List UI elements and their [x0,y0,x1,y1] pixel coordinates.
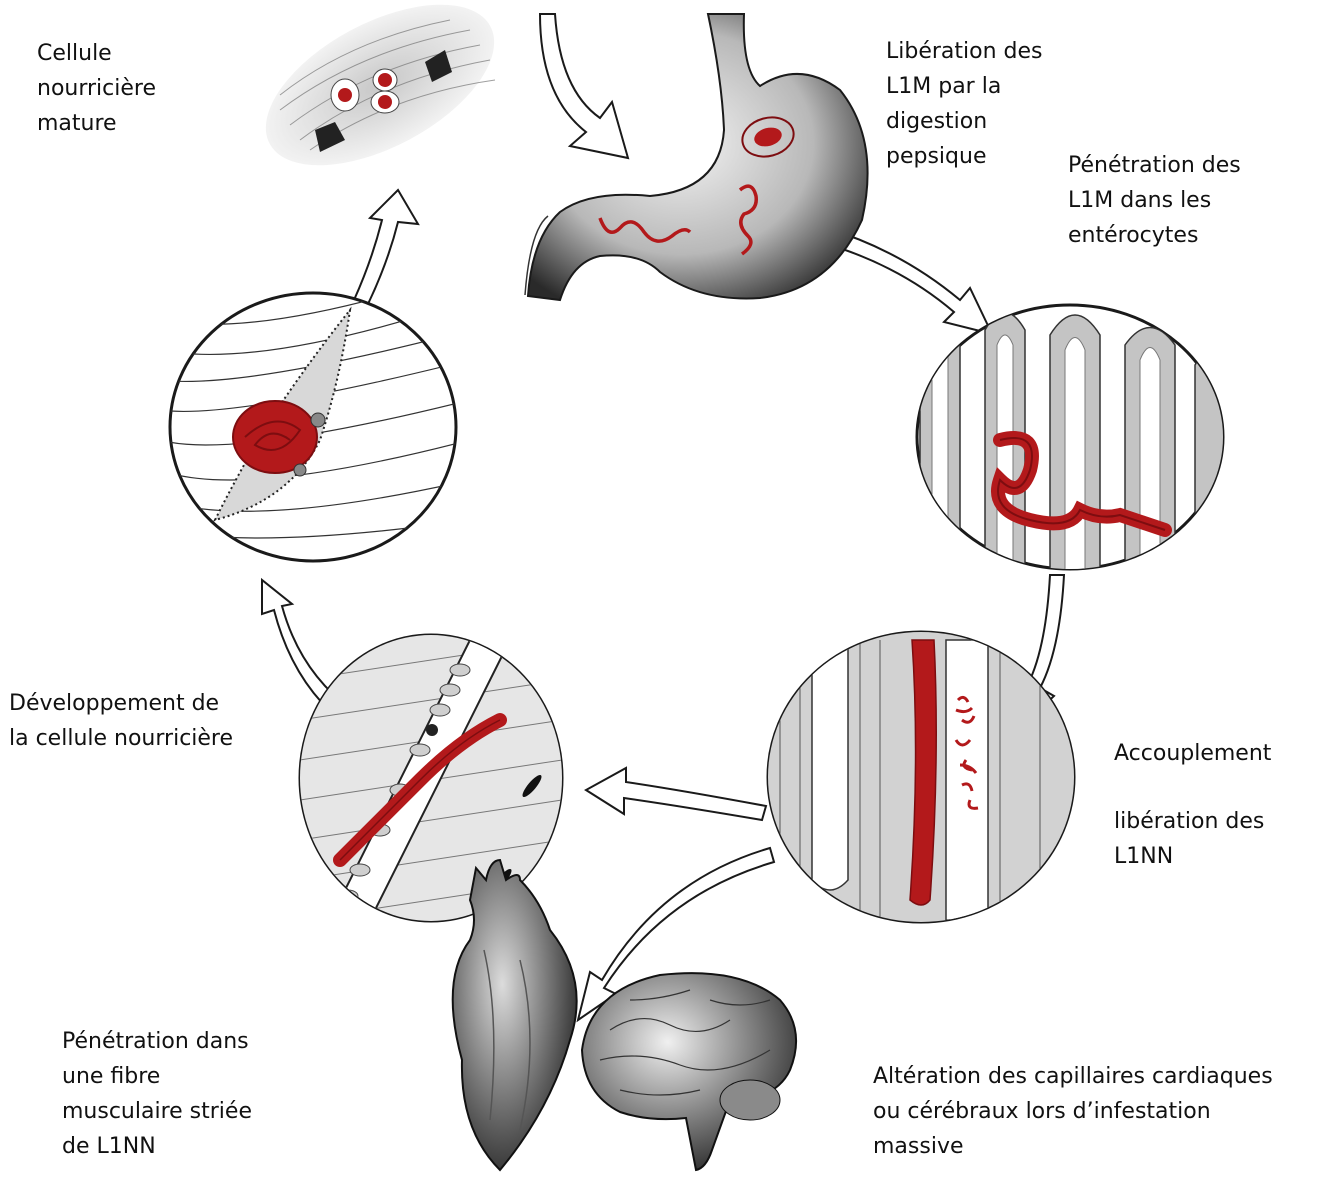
stomach-illustration [525,14,868,300]
muscle-nurse-cell-circle [160,270,470,563]
label-line: digestion [886,104,1043,139]
label-line: Libération des [886,34,1043,69]
label-line: Pénétration dans [62,1024,252,1059]
brain-illustration [582,973,796,1170]
label-line: Pénétration des [1068,148,1241,183]
label-line: L1NN [1114,839,1264,874]
label-line: musculaire striée [62,1094,252,1129]
intestine-mating-circle [768,630,1074,930]
label-liberation-l1nn: libération des L1NN [1114,804,1264,874]
label-line: Altération des capillaires cardiaques [873,1059,1273,1094]
label-accouplement: Accouplement [1114,736,1271,771]
arrow-ingestion [540,14,628,158]
mature-nurse-cell-illustration [241,0,520,198]
arrow-gut-to-fibre [586,768,766,820]
arrow-muscle-to-mature [354,190,418,304]
label-line: une fibre [62,1059,252,1094]
label-alteration: Altération des capillaires cardiaques ou… [873,1059,1273,1164]
label-mature-cell: Cellule nourricière mature [37,36,156,141]
label-line: Développement de [9,686,233,721]
label-line: de L1NN [62,1129,252,1164]
heart-illustration [453,860,577,1170]
label-line: nourricière [37,71,156,106]
label-line: L1M par la [886,69,1043,104]
label-penetration-enterocytes: Pénétration des L1M dans les entérocytes [1068,148,1241,252]
label-line: Accouplement [1114,736,1271,771]
label-line: la cellule nourricière [9,721,233,756]
label-line: ou cérébraux lors d’infestation [873,1094,1273,1129]
villi-circle-illustration [917,305,1225,580]
label-line: L1M dans les [1068,183,1241,218]
label-line: mature [37,106,156,141]
label-liberation-l1m: Libération des L1M par la digestion peps… [886,34,1043,174]
label-line: entérocytes [1068,218,1241,252]
label-line: libération des [1114,804,1264,839]
label-line: Cellule [37,36,156,71]
label-penetration-fibre: Pénétration dans une fibre musculaire st… [62,1024,252,1164]
label-line: massive [873,1129,1273,1164]
label-line: pepsique [886,139,1043,174]
label-development: Développement de la cellule nourricière [9,686,233,756]
